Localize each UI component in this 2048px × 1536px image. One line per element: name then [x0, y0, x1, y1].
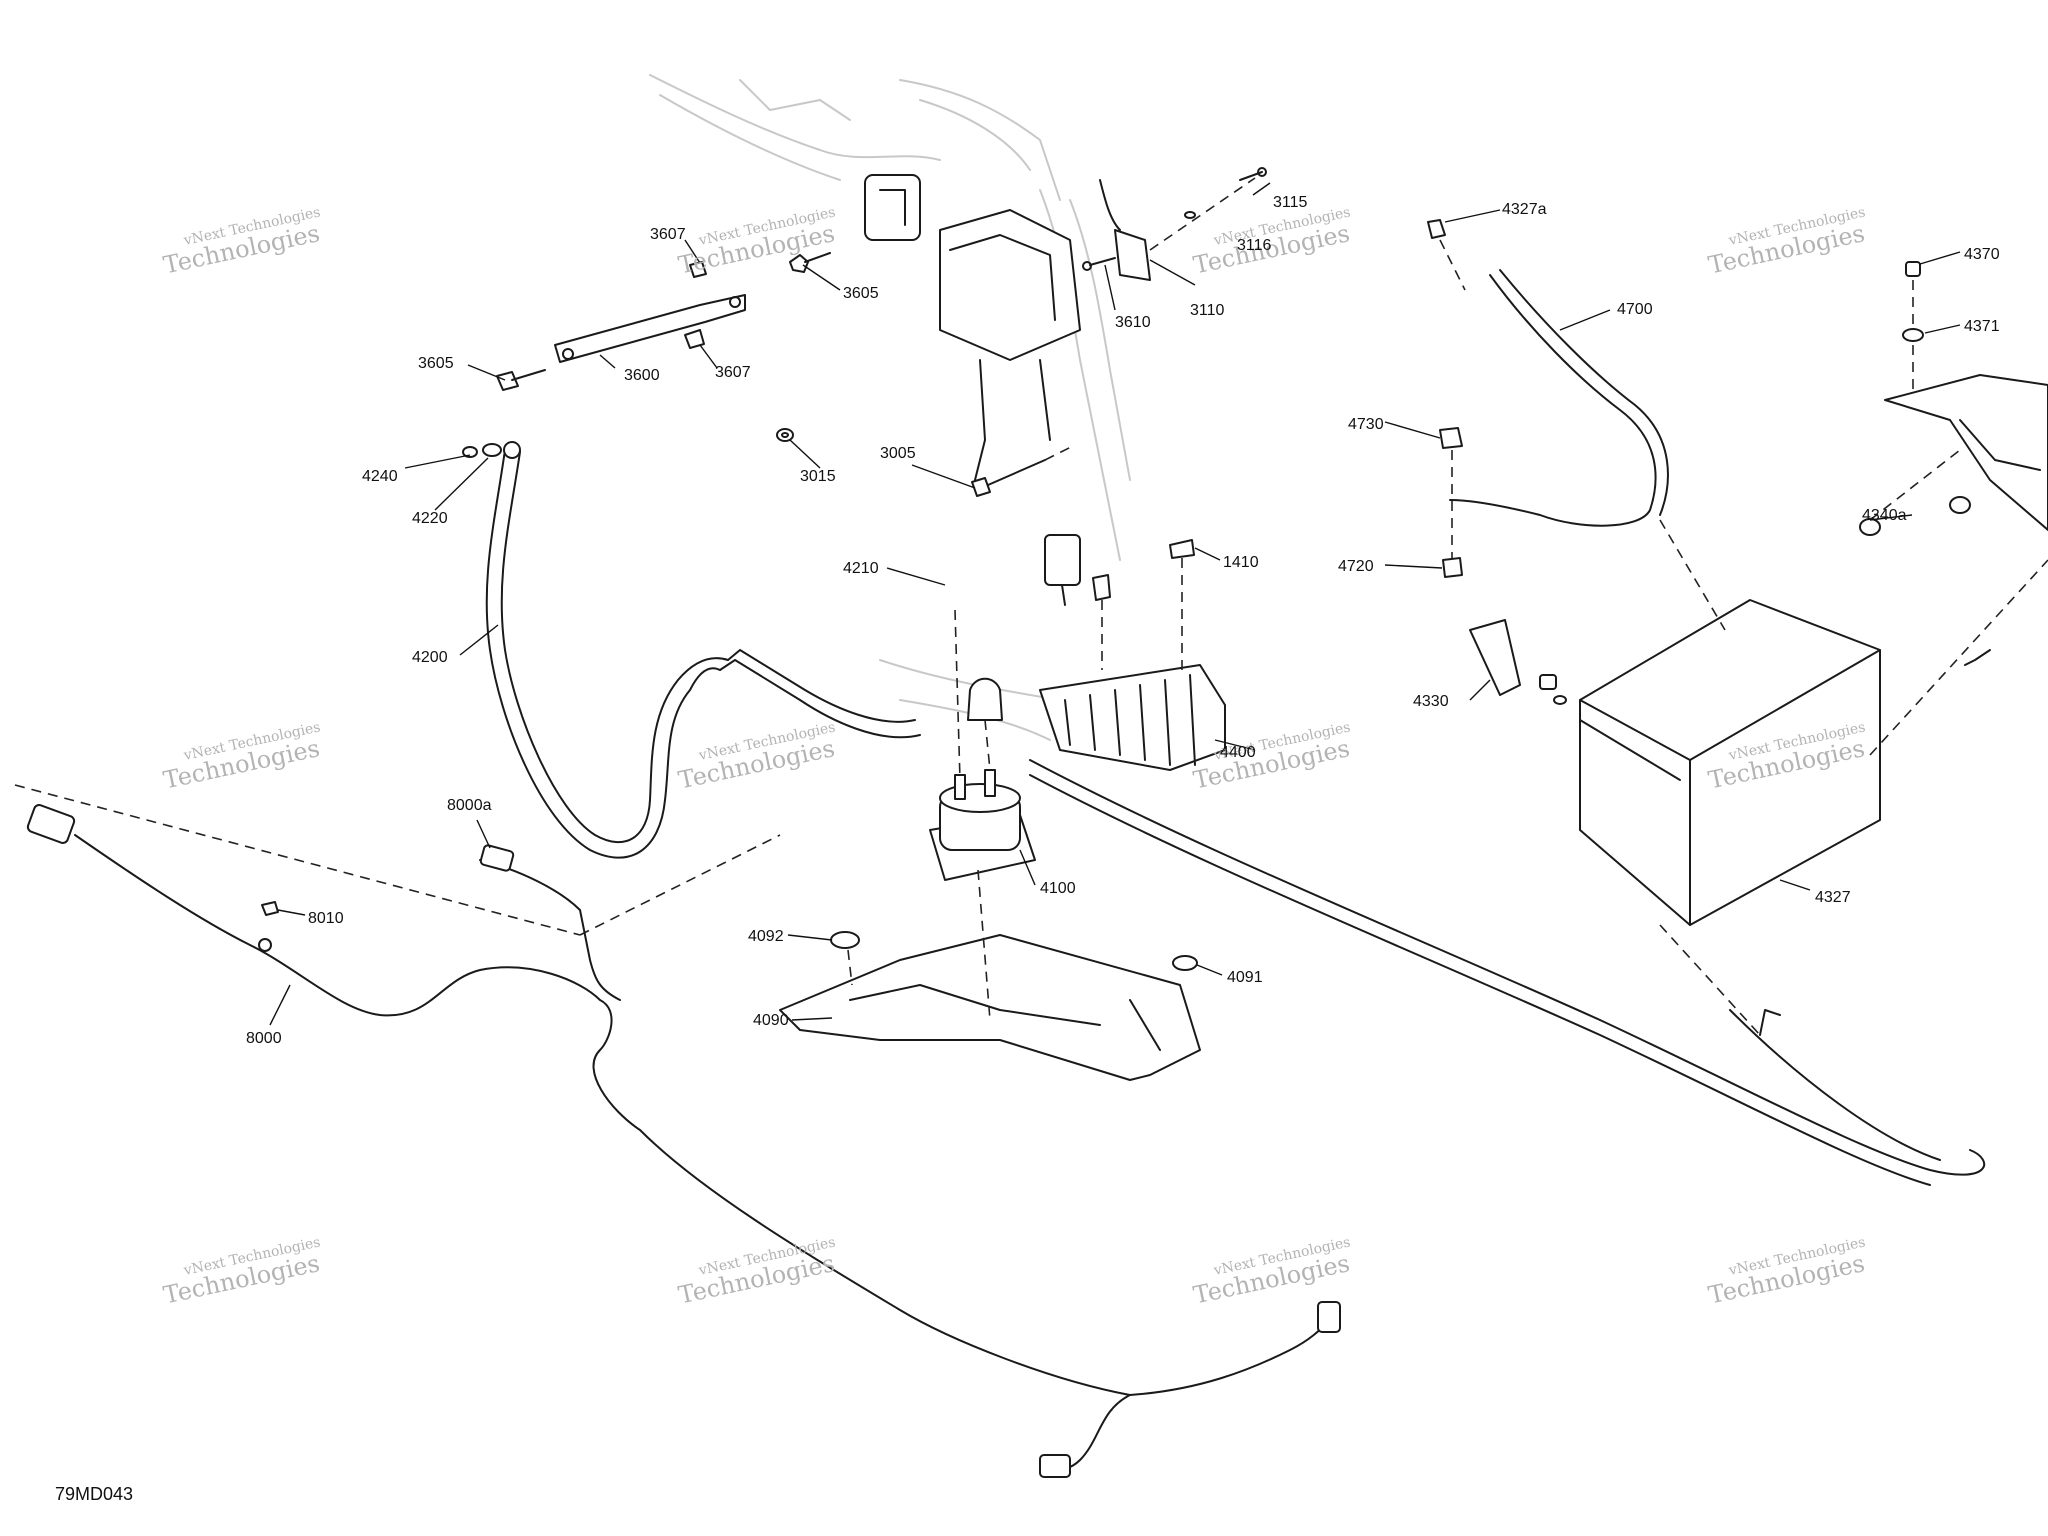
callout-4100: 4100	[1040, 880, 1076, 897]
callout-4210: 4210	[843, 560, 879, 577]
callout-3110: 3110	[1190, 302, 1225, 319]
callout-4330: 4330	[1413, 693, 1449, 710]
main-harness	[1029, 759, 1986, 1186]
callout-3610: 3610	[1115, 314, 1151, 331]
cable-4700	[1427, 219, 1726, 631]
callout-3116: 3116	[1237, 237, 1272, 254]
callout-4200: 4200	[412, 649, 448, 666]
callout-4371: 4371	[1964, 318, 2000, 335]
callout-4720: 4720	[1338, 558, 1374, 575]
solenoid-4100	[929, 609, 1036, 881]
sensor-3110	[1082, 167, 1267, 281]
callout-4220: 4220	[412, 510, 448, 527]
regulator-4400	[1039, 539, 1226, 771]
diagram-reference-id: 79MD043	[55, 1484, 133, 1504]
callout-3607-top: 3607	[650, 226, 686, 243]
callout-1410: 1410	[1223, 554, 1259, 571]
cable-4200	[462, 441, 921, 859]
callouts: 3115 3116 3110 3610 3607 3605 3605 3600 …	[246, 194, 2000, 1047]
callout-3015: 3015	[800, 468, 836, 485]
ecu-module	[864, 174, 1081, 606]
callout-4091: 4091	[1227, 969, 1263, 986]
callout-3605-left: 3605	[418, 355, 454, 372]
callout-4327: 4327	[1815, 889, 1851, 906]
battery-4327	[1579, 599, 1881, 1036]
bolt-3005	[971, 444, 1076, 497]
callout-4730: 4730	[1348, 416, 1384, 433]
tray-4090	[779, 869, 1201, 1081]
leader-lines	[269, 182, 1961, 1026]
callout-3115: 3115	[1273, 194, 1308, 211]
callout-4090: 4090	[753, 1012, 789, 1029]
washer-3015	[776, 428, 794, 442]
bracket-right	[1859, 261, 2048, 756]
callout-8010: 8010	[308, 910, 344, 927]
callout-8000a: 8000a	[447, 797, 492, 814]
callout-3605-right: 3605	[843, 285, 879, 302]
callout-3005: 3005	[880, 445, 916, 462]
bracket-3600	[496, 252, 831, 391]
callout-4092: 4092	[748, 928, 784, 945]
cap-4330	[1469, 619, 1567, 705]
callout-4340a: 4340a	[1862, 507, 1907, 524]
callout-3600: 3600	[624, 367, 660, 384]
callout-4400: 4400	[1220, 744, 1256, 761]
callout-3607-bottom: 3607	[715, 364, 751, 381]
callout-4700: 4700	[1617, 301, 1653, 318]
callout-4240: 4240	[362, 468, 398, 485]
harness-8000	[14, 784, 1341, 1478]
callout-4370: 4370	[1964, 246, 2000, 263]
callout-8000: 8000	[246, 1030, 282, 1047]
callout-4327a: 4327a	[1502, 201, 1547, 218]
